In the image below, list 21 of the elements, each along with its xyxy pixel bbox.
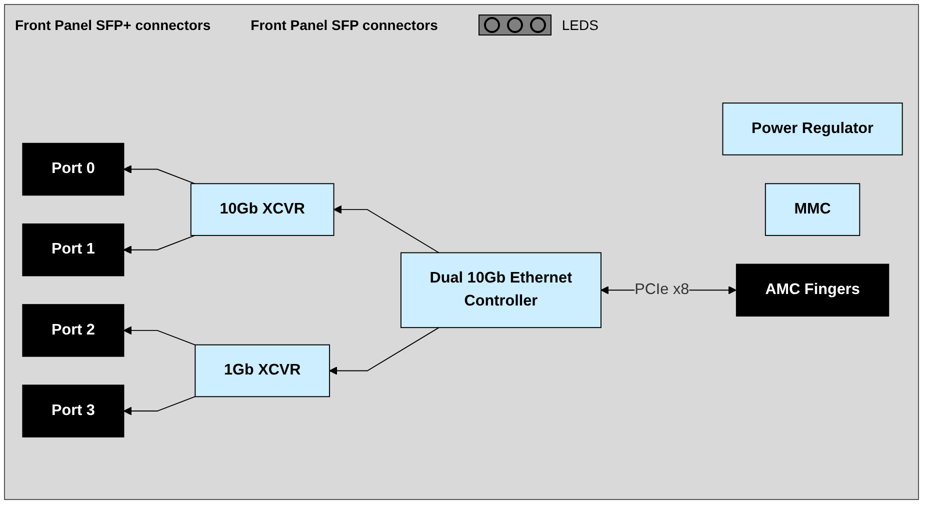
node-box (22, 384, 124, 438)
node-box (22, 304, 124, 357)
arrow (123, 326, 196, 346)
node-box (764, 183, 860, 236)
board-background: Front Panel SFP+ connectors Front Panel SFP connectors LEDS PCIe x8 Port 0 10Gb XCVR Power Regulator MMC Port 1 Dual 10Gb Ethernet Controller AMC Fingers Port 2 1Gb XCVR Port 3 (4, 4, 919, 500)
node-box (736, 264, 890, 317)
node-box (400, 252, 602, 328)
node-box (194, 344, 330, 398)
node-box (190, 183, 334, 236)
led-label: LEDS (562, 17, 598, 33)
edge-label: PCIe x8 (634, 282, 690, 298)
section-heading: Front Panel SFP connectors (250, 17, 438, 33)
arrow (123, 165, 196, 184)
node-box (722, 102, 903, 156)
section-heading: Front Panel SFP+ connectors (15, 17, 211, 33)
arrow (329, 327, 440, 375)
arrow (123, 396, 196, 416)
node-box (22, 223, 124, 276)
arrow (333, 205, 440, 254)
node-box (22, 142, 124, 196)
arrow (123, 234, 196, 254)
